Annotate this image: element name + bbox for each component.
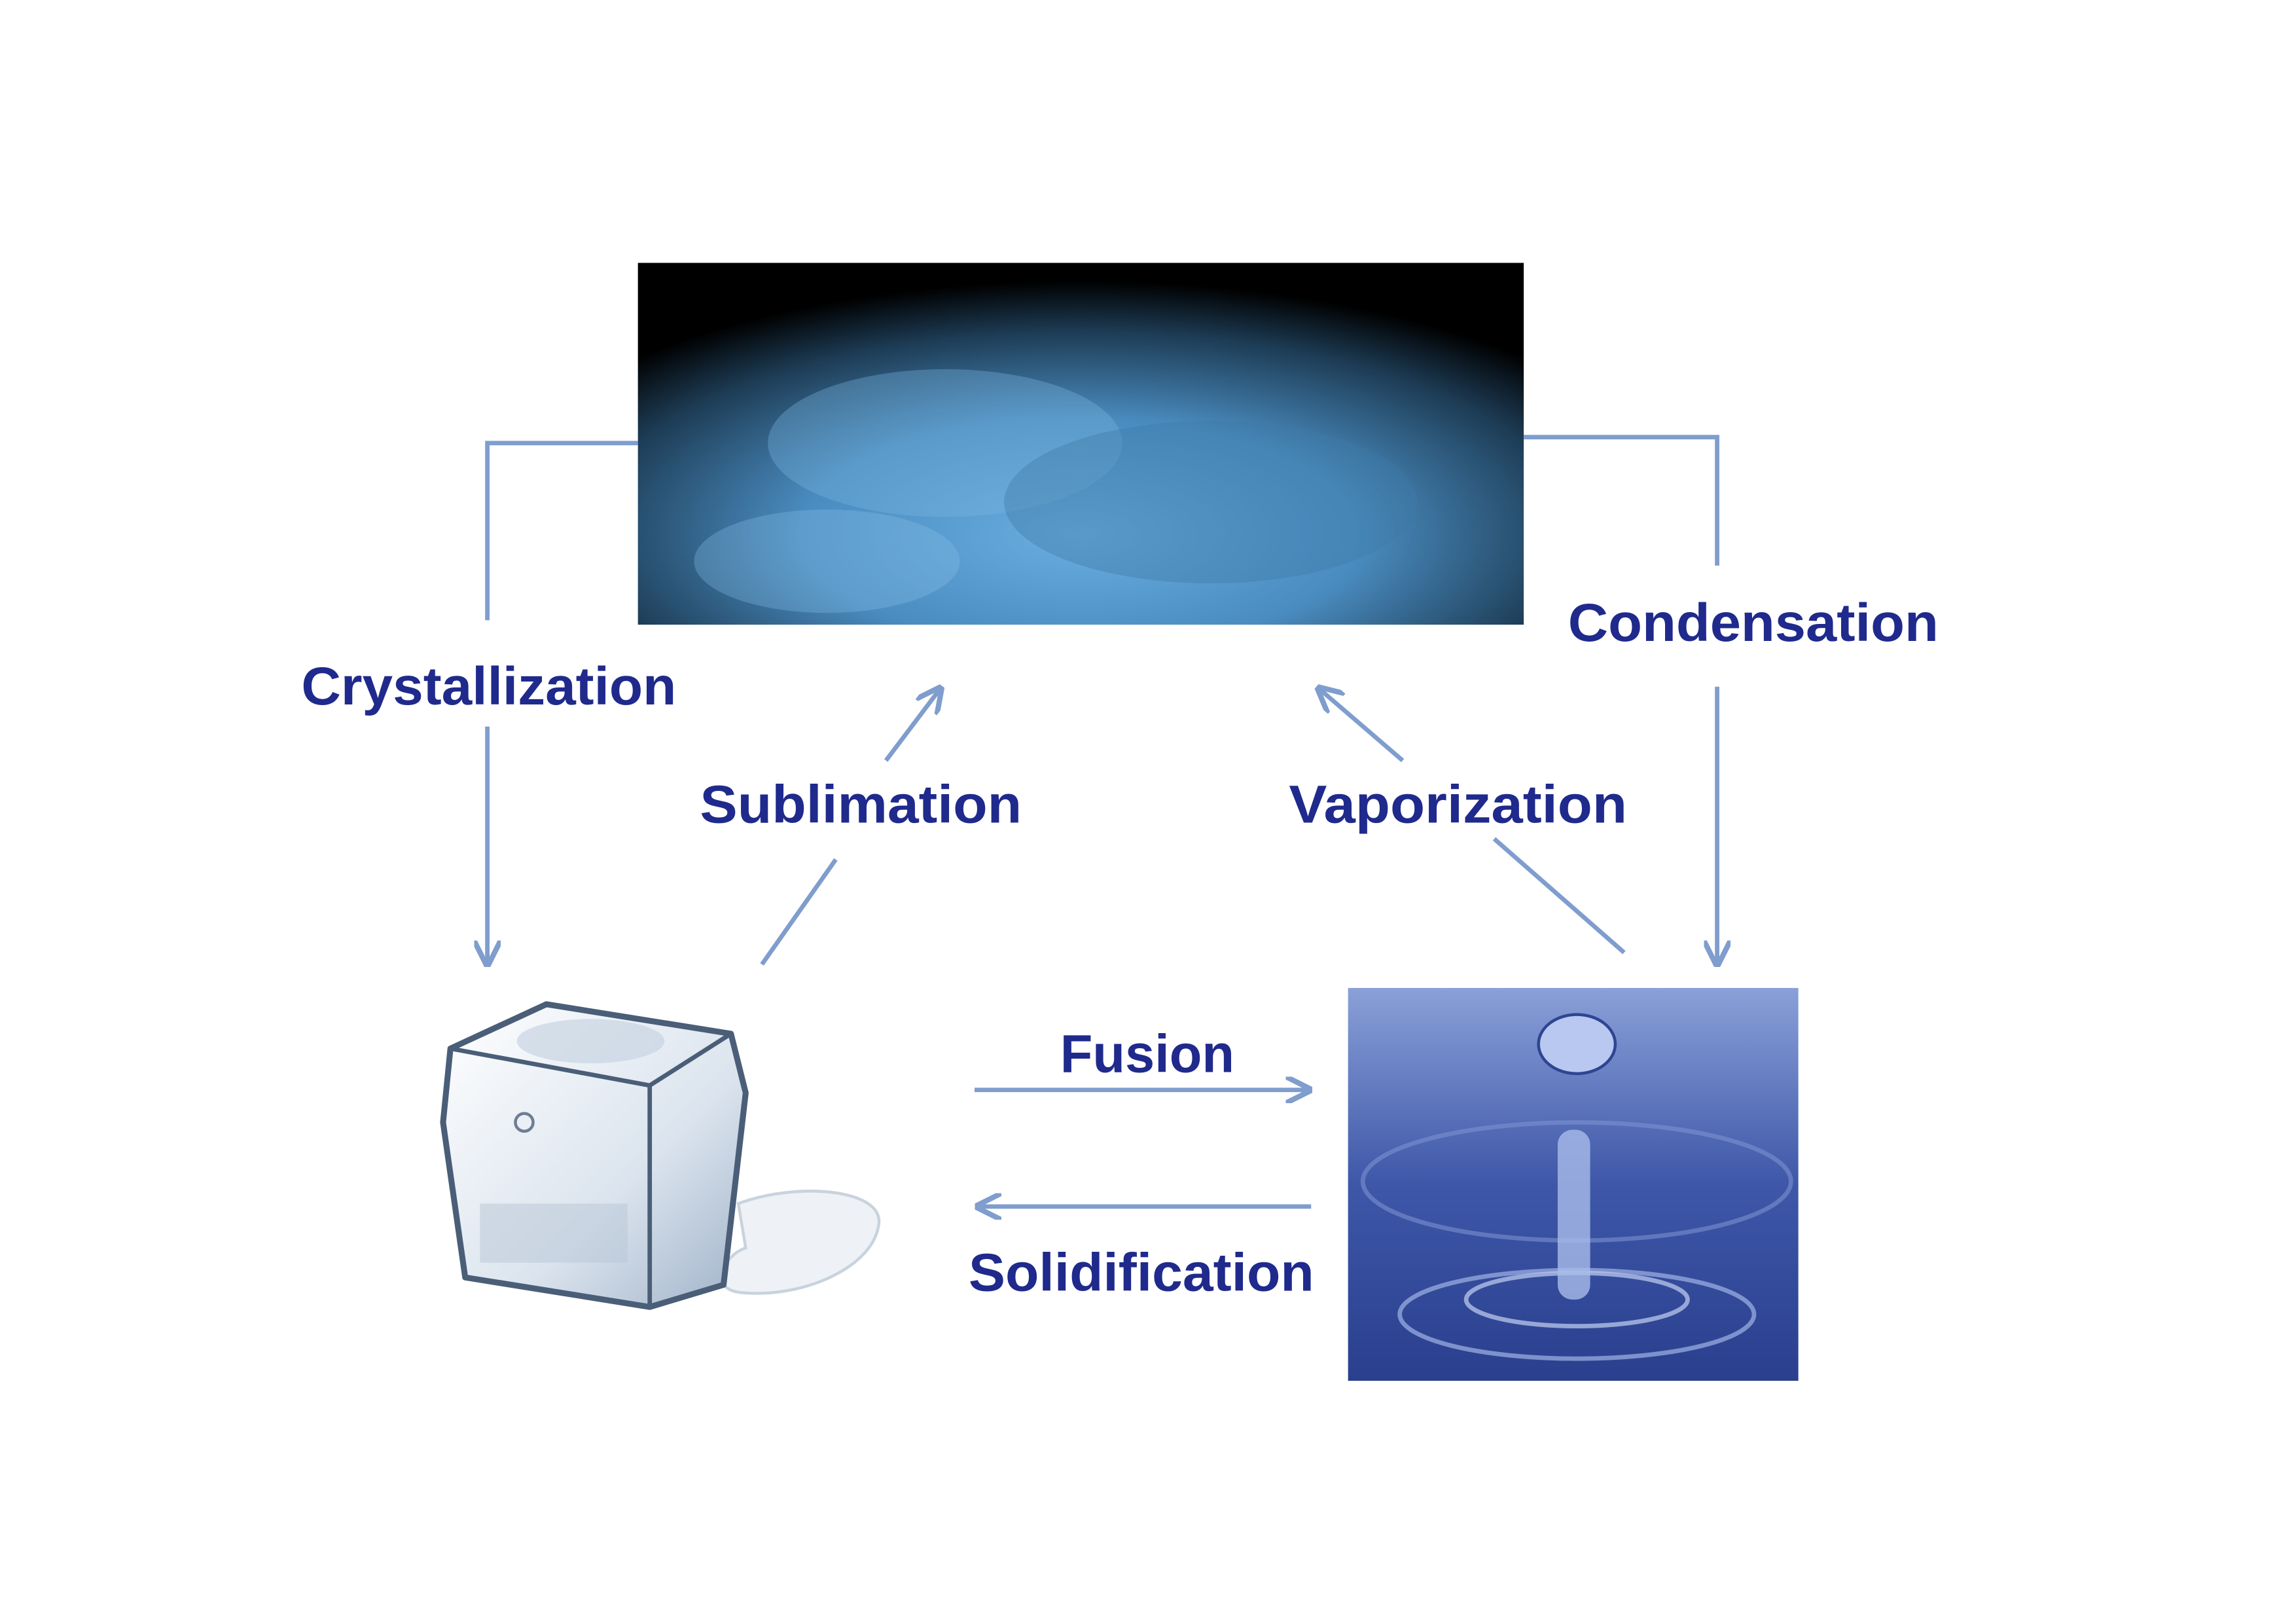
vaporization-arrow: [1319, 688, 1626, 955]
ice-cube-image: [440, 1001, 881, 1310]
water-drop-image: [1348, 988, 1799, 1381]
sublimation-label: Sublimation: [700, 775, 1022, 834]
crystallization-arrow: [488, 441, 638, 964]
condensation-arrow: [1524, 435, 1717, 964]
vaporization-label: Vaporization: [1289, 775, 1627, 834]
vapor-image: [637, 263, 1524, 625]
condensation-label: Condensation: [1568, 593, 1939, 653]
crystallization-label: Crystallization: [301, 657, 676, 716]
sublimation-arrow: [760, 688, 941, 966]
fusion-label: Fusion: [1060, 1025, 1234, 1084]
solidification-label: Solidification: [969, 1243, 1314, 1302]
